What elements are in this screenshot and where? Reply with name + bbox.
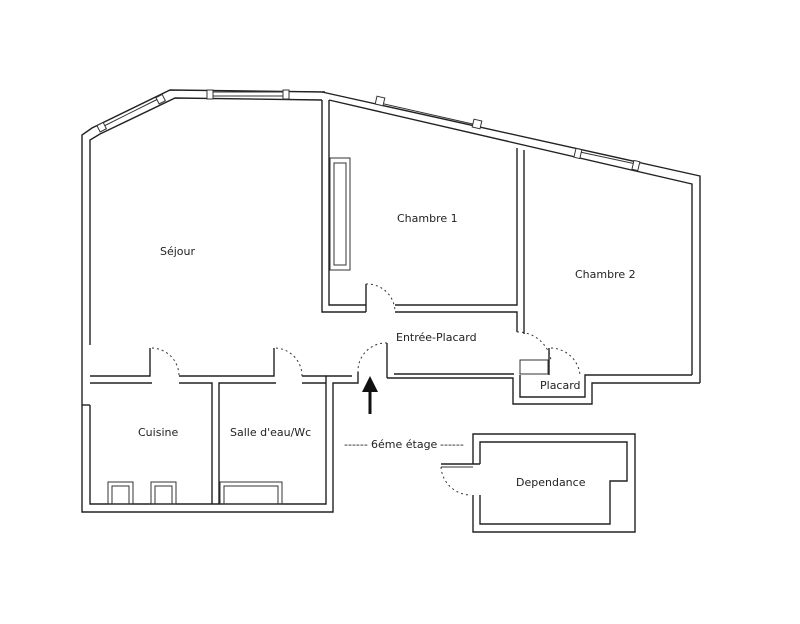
floor-dashes-left: ------ [344,438,368,451]
room-label-entree: Entrée-Placard [396,331,477,344]
room-label-sejour: Séjour [160,245,196,258]
room-label-chambre2: Chambre 2 [575,268,636,281]
up-arrow-icon [362,376,378,414]
sejour-walls [81,89,326,345]
floor-label: 6éme étage [371,438,438,451]
top-wall [321,91,701,383]
room-label-placard: Placard [540,379,581,392]
room-label-cuisine: Cuisine [138,426,178,439]
room-label-dependance: Dependance [516,476,586,489]
chambre1-walls [321,100,525,334]
floor-dashes-right: ------ [440,438,464,451]
dependance-walls [440,433,636,533]
lower-walls [81,345,359,513]
room-label-salle-eau: Salle d'eau/Wc [230,426,311,439]
entree-walls [357,331,700,405]
room-label-chambre1: Chambre 1 [397,212,458,225]
